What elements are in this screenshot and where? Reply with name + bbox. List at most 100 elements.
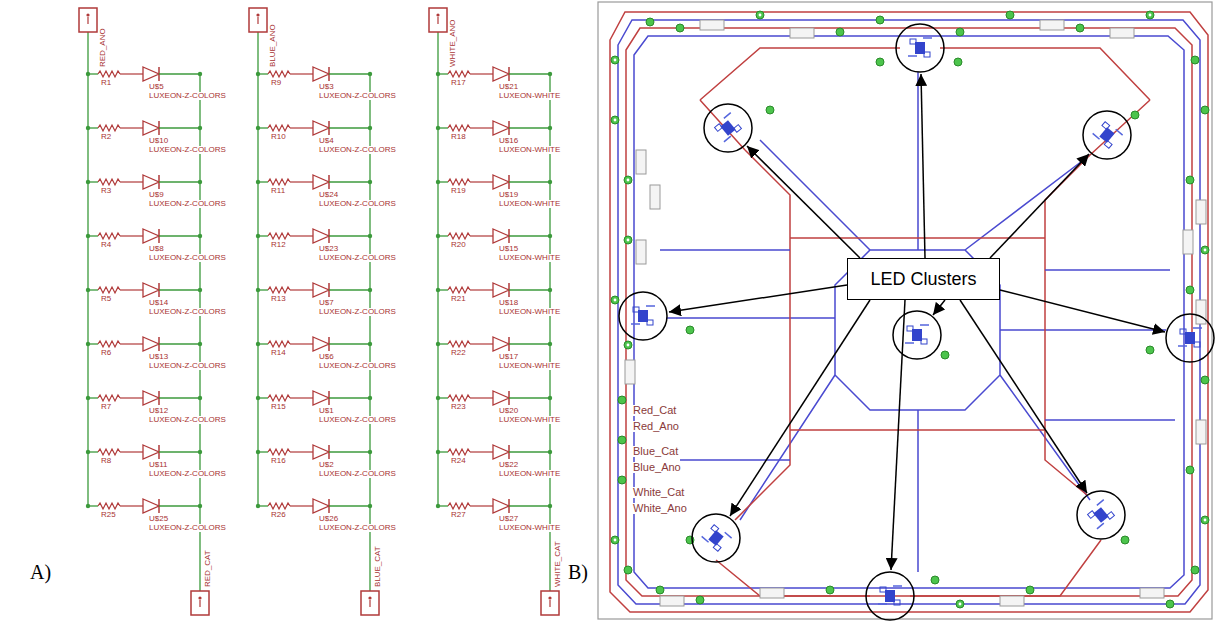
resistor-label: R26 — [271, 510, 286, 519]
resistor-label: R20 — [451, 240, 466, 249]
connector-label: RED_ANO — [98, 28, 107, 67]
part-value: LUXEON-Z-COLORS — [318, 524, 397, 532]
led-label: U$14 — [148, 299, 169, 307]
resistor-label: R19 — [450, 187, 467, 195]
part-value: LUXEON-Z-COLORS — [319, 523, 396, 532]
part-value: LUXEON-WHITE — [498, 92, 561, 100]
part-value: LUXEON-Z-COLORS — [319, 91, 396, 100]
part-value: LUXEON-Z-COLORS — [319, 415, 396, 424]
part-value: LUXEON-Z-COLORS — [319, 253, 396, 262]
led-label: U$6 — [319, 352, 334, 361]
resistor-label: R12 — [271, 240, 286, 249]
led-label: U$11 — [148, 461, 169, 469]
part-value: LUXEON-WHITE — [499, 523, 560, 532]
connector-label: BLUE_CAT — [373, 546, 382, 587]
part-value: LUXEON-Z-COLORS — [149, 523, 226, 532]
resistor-label: R27 — [451, 510, 466, 519]
connector-symbol — [79, 8, 559, 615]
resistor-label: R26 — [270, 511, 287, 519]
part-value: LUXEON-Z-COLORS — [148, 308, 227, 316]
net-label: White_Cat — [633, 486, 684, 498]
led-label: U$4 — [318, 137, 335, 145]
led-branch — [86, 67, 552, 513]
pcb-layout — [598, 2, 1214, 620]
part-value: LUXEON-Z-COLORS — [148, 146, 227, 154]
led-label: U$9 — [149, 190, 164, 199]
net-label: Red_Ano — [632, 421, 680, 432]
connector-label: RED_CAT — [203, 550, 212, 587]
led-label: U$25 — [148, 515, 169, 523]
part-value: LUXEON-Z-COLORS — [319, 469, 396, 478]
led-label: U$27 — [499, 514, 518, 523]
part-value: LUXEON-WHITE — [498, 254, 561, 262]
resistor-label: R2 — [100, 133, 112, 141]
led-label: U$2 — [318, 461, 335, 469]
led-label: U$12 — [149, 406, 168, 415]
led-label: U$22 — [498, 461, 519, 469]
resistor-label: R18 — [450, 133, 467, 141]
net-label: Blue_Cat — [632, 446, 679, 457]
connector-label: BLUE_CAT — [374, 545, 382, 588]
resistor-label: R14 — [271, 348, 286, 357]
led-label: U$7 — [318, 299, 335, 307]
led-label: U$16 — [498, 137, 519, 145]
part-value: LUXEON-Z-COLORS — [318, 470, 397, 478]
net-label: Blue_Cat — [633, 445, 678, 457]
schematic — [79, 8, 559, 615]
resistor-label: R1 — [101, 78, 111, 87]
resistor-label: R10 — [271, 132, 286, 141]
led-label: U$7 — [319, 298, 334, 307]
resistor-label: R6 — [100, 349, 112, 357]
resistor-label: R8 — [101, 456, 111, 465]
led-label: U$22 — [499, 460, 518, 469]
resistor-label: R7 — [101, 402, 111, 411]
resistor-label: R21 — [451, 294, 466, 303]
resistor-label: R3 — [101, 186, 111, 195]
part-value: LUXEON-Z-COLORS — [319, 307, 396, 316]
led-label: U$15 — [499, 244, 518, 253]
part-value: LUXEON-WHITE — [499, 199, 560, 208]
part-value: LUXEON-Z-COLORS — [149, 415, 226, 424]
leader-arrow — [669, 74, 1165, 570]
part-value: LUXEON-Z-COLORS — [319, 145, 396, 154]
resistor-label: R16 — [271, 456, 286, 465]
connector-label: WHITE_ANO — [449, 18, 457, 68]
led-label: U$21 — [498, 83, 519, 91]
led-label: U$20 — [499, 406, 518, 415]
part-value: LUXEON-Z-COLORS — [149, 253, 226, 262]
part-value: LUXEON-Z-COLORS — [149, 199, 226, 208]
led-label: U$9 — [148, 191, 165, 199]
callout-box: LED Clusters — [847, 258, 1000, 300]
part-value: LUXEON-WHITE — [499, 91, 560, 100]
part-value: LUXEON-WHITE — [499, 253, 560, 262]
via-hole — [614, 14, 1207, 606]
part-value: LUXEON-WHITE — [498, 308, 561, 316]
part-value: LUXEON-WHITE — [499, 145, 560, 154]
highlight-circle — [619, 24, 1214, 620]
led-label: U$27 — [498, 515, 519, 523]
led-label: U$20 — [498, 407, 519, 415]
part-value: LUXEON-Z-COLORS — [148, 416, 227, 424]
part-value: LUXEON-Z-COLORS — [318, 308, 397, 316]
led-label: U$12 — [148, 407, 169, 415]
led-label: U$10 — [149, 136, 168, 145]
led-label: U$13 — [149, 352, 168, 361]
part-value: LUXEON-WHITE — [498, 470, 561, 478]
part-value: LUXEON-Z-COLORS — [148, 92, 227, 100]
led-label: U$24 — [319, 190, 338, 199]
connector-label: WHITE_CAT — [553, 541, 562, 587]
led-label: U$4 — [319, 136, 334, 145]
resistor-label: R13 — [270, 295, 287, 303]
net-label: Blue_Ano — [633, 461, 681, 473]
led-label: U$26 — [318, 515, 339, 523]
resistor-label: R7 — [100, 403, 112, 411]
resistor-label: R11 — [271, 186, 285, 195]
resistor-label: R27 — [450, 511, 467, 519]
panel-letter: B) — [568, 562, 588, 582]
resistor-label: R15 — [271, 402, 286, 411]
part-value: LUXEON-Z-COLORS — [318, 416, 397, 424]
led-label: U$23 — [319, 244, 338, 253]
part-value: LUXEON-Z-COLORS — [149, 145, 226, 154]
resistor-label: R3 — [100, 187, 112, 195]
part-value: LUXEON-WHITE — [499, 415, 560, 424]
